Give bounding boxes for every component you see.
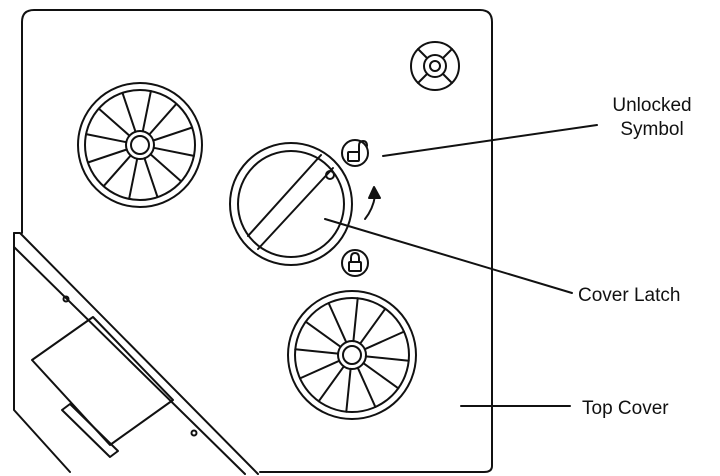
top-cover-panel (21, 9, 493, 473)
reel-spoke (362, 362, 400, 390)
reel-spoke (359, 307, 387, 345)
reel-spoke (128, 157, 139, 200)
unlocked-symbol-label-line1: Unlocked (612, 95, 692, 116)
corner-knob (410, 41, 460, 91)
reel-spoke (294, 348, 340, 355)
reel-spoke (143, 157, 159, 199)
reel-spoke (148, 102, 178, 136)
reel-spoke (363, 330, 405, 351)
reel-spoke (356, 366, 377, 408)
reel-spoke (97, 107, 131, 137)
flap-window (31, 316, 174, 458)
reel-spoke (149, 153, 183, 183)
right-reel (287, 290, 417, 420)
unlocked-padlock-icon (341, 139, 369, 167)
left-reel (77, 82, 203, 208)
cover-latch-label: Cover Latch (578, 285, 681, 306)
leader-line-unlocked (382, 124, 598, 157)
rotate-arrow-icon (364, 186, 381, 220)
reel-spoke (102, 154, 132, 188)
reel-spoke (121, 91, 137, 133)
leader-line-cover-latch (324, 218, 573, 294)
reel-spoke (152, 146, 195, 157)
reel-spoke (352, 297, 359, 343)
reel-spoke (327, 302, 348, 344)
unlocked-symbol-label: Unlocked Symbol (604, 94, 700, 142)
cover-latch-dial (229, 142, 353, 266)
reel-spoke (85, 133, 128, 144)
front-flap (13, 232, 259, 475)
unlocked-symbol-label-line2: Symbol (620, 119, 684, 140)
reel-spoke (345, 367, 352, 413)
reel-spoke (364, 355, 410, 362)
top-cover-label: Top Cover (582, 398, 669, 419)
reel-spoke (317, 365, 345, 403)
reel-spoke (299, 359, 341, 380)
reel-spoke (304, 320, 342, 348)
reel-spoke (86, 148, 128, 164)
reel-spoke (152, 126, 194, 142)
locked-padlock-icon (341, 249, 369, 277)
reel-spoke (141, 90, 152, 133)
